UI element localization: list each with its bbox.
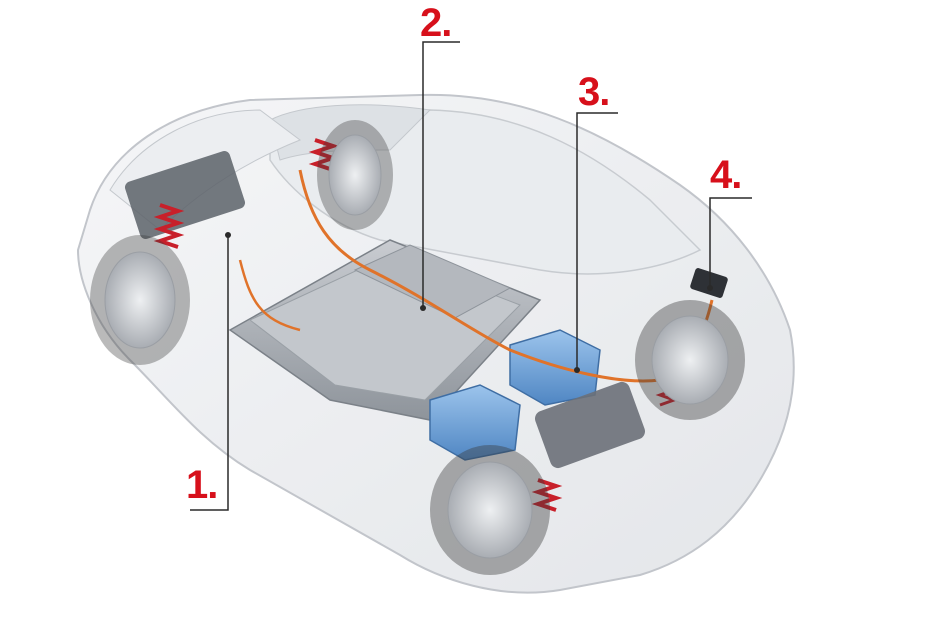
leader-dot-2 bbox=[420, 305, 426, 311]
coolant-tank-left bbox=[429, 384, 521, 461]
rear-spring-left bbox=[531, 478, 563, 512]
hv-cable-front bbox=[238, 259, 301, 332]
wheel-front-right bbox=[317, 120, 393, 230]
wheel-rear-left bbox=[430, 445, 550, 575]
roof-glass bbox=[269, 109, 702, 275]
front-spring-left bbox=[153, 203, 185, 249]
callout-number-3: 3. bbox=[578, 70, 610, 114]
callout-number-1: 1. bbox=[186, 463, 218, 507]
wheel-front-left bbox=[90, 235, 190, 365]
leader-dot-1 bbox=[225, 232, 231, 238]
leader-line-4 bbox=[709, 197, 752, 288]
leader-line-2 bbox=[422, 41, 460, 308]
callout-number-4: 4. bbox=[710, 153, 742, 197]
leader-line-3 bbox=[576, 112, 618, 370]
charging-port bbox=[690, 268, 728, 298]
front-spring-right bbox=[308, 138, 340, 172]
leader-dot-4 bbox=[707, 285, 713, 291]
leader-line-1 bbox=[190, 235, 229, 511]
leader-dot-3 bbox=[574, 367, 580, 373]
windscreen bbox=[269, 104, 432, 161]
battery-module bbox=[353, 244, 512, 319]
wheel-rear-right bbox=[635, 300, 745, 420]
callout-number-2: 2. bbox=[420, 1, 452, 45]
rear-motor bbox=[535, 381, 645, 469]
